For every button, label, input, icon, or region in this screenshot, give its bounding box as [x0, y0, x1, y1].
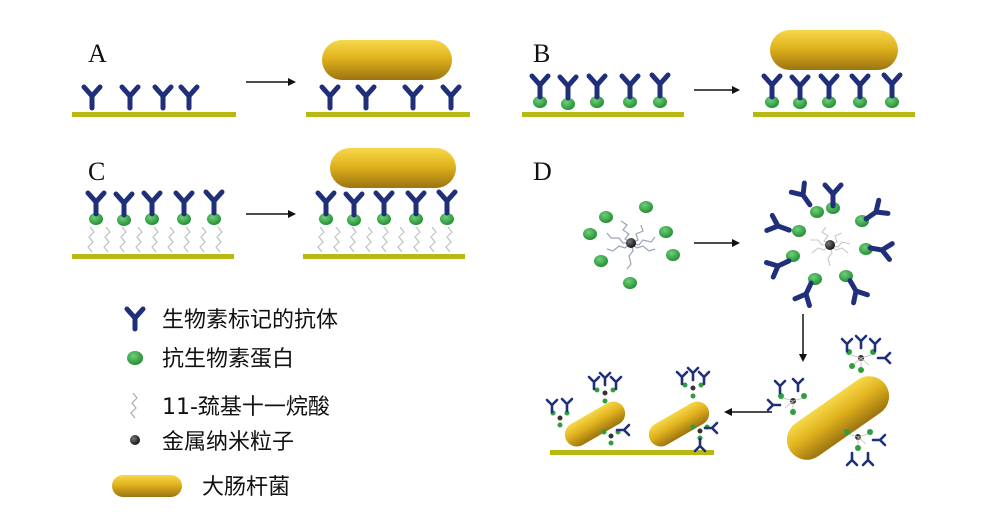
avidin-antibody-row-b-right	[764, 75, 900, 109]
arrow-d3	[724, 408, 772, 416]
legend-item-avidin: 抗生物素蛋白	[127, 347, 294, 372]
legend-item-antibody: 生物素标记的抗体	[124, 306, 338, 333]
substrate-d	[550, 450, 714, 455]
avidin-antibody-row-c-right	[318, 192, 455, 226]
legend-label-ecoli: 大肠杆菌	[202, 475, 290, 500]
panel-label-c: C	[88, 157, 105, 186]
nanoparticle-legend-icon	[130, 435, 140, 445]
panel-b	[522, 30, 915, 117]
mini-cluster-3	[844, 429, 887, 467]
labeled-ecoli	[766, 334, 892, 467]
ecoli-c	[330, 148, 456, 188]
arrow-d1	[694, 239, 740, 247]
legend-label-avidin: 抗生物素蛋白	[162, 347, 294, 372]
sam-layer-c-left	[87, 226, 223, 253]
panel-c	[72, 148, 465, 259]
arrow-a	[246, 78, 296, 86]
arrow-c	[246, 210, 296, 218]
antibody-row-a-right	[322, 87, 459, 108]
antibody-row-a-left	[84, 87, 197, 108]
substrate-b-right	[753, 112, 915, 117]
legend-item-ecoli: 大肠杆菌	[112, 475, 290, 500]
sam-layer-c-right	[317, 226, 453, 253]
mini-cluster-2	[766, 377, 807, 415]
captured-ecoli-1	[545, 371, 631, 447]
arrow-b	[694, 86, 740, 94]
legend-item-nanoparticle: 金属纳米粒子	[130, 430, 294, 455]
panel-label-a: A	[88, 39, 107, 68]
panel-a	[72, 40, 470, 117]
np-avidin-antibody-cluster	[766, 183, 892, 305]
substrate-c-left	[72, 254, 234, 259]
sam-chain-icon	[130, 392, 138, 419]
panel-label-d: D	[533, 157, 552, 186]
panel-label-b: B	[533, 39, 550, 68]
captured-ecoli-2	[648, 366, 719, 453]
ecoli-icon	[112, 475, 182, 497]
legend-item-sam: 11-巯基十一烷酸	[130, 392, 330, 420]
arrow-d2	[799, 314, 807, 362]
mini-cluster-1	[840, 334, 892, 373]
avidin-antibody-row-b-left	[532, 75, 668, 110]
legend-label-sam: 11-巯基十一烷酸	[162, 395, 330, 420]
panel-d	[545, 183, 897, 467]
ecoli-b	[770, 30, 898, 70]
substrate-a-right	[306, 112, 470, 117]
legend-label-antibody: 生物素标记的抗体	[162, 308, 338, 333]
antibody-icon	[124, 306, 146, 332]
legend-label-nanoparticle: 金属纳米粒子	[162, 430, 294, 455]
substrate-c-right	[303, 254, 465, 259]
np-avidin-cluster	[583, 201, 680, 289]
legend: 生物素标记的抗体 抗生物素蛋白 11-巯基十一烷酸 金属纳米粒子 大肠杆菌	[112, 306, 338, 500]
nanoparticle-icon	[626, 238, 636, 248]
substrate-a-left	[72, 112, 236, 117]
avidin-antibody-row-c-left	[88, 192, 222, 226]
ecoli-a	[322, 40, 452, 80]
substrate-b-left	[522, 112, 684, 117]
avidin-icon	[127, 351, 143, 365]
